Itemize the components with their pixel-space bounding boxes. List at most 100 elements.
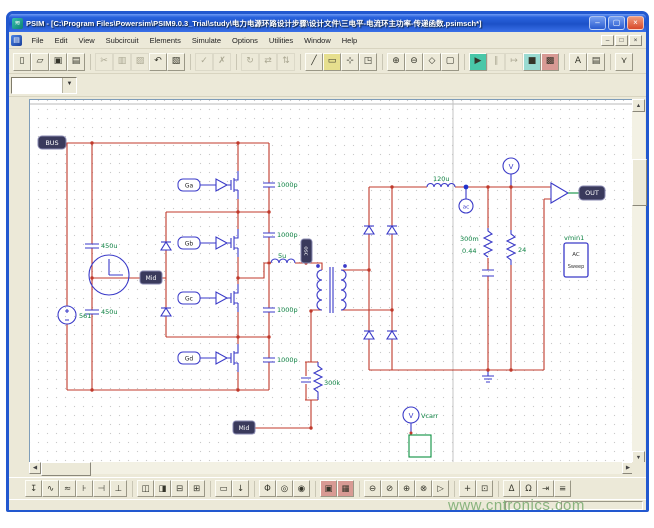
maximize-button[interactable]: ▢ [608, 16, 625, 30]
element-igbt-button[interactable]: ⊗ [415, 480, 432, 497]
menu-help[interactable]: Help [341, 35, 358, 45]
scroll-up-icon[interactable]: ▲ [632, 99, 645, 112]
rectifier-diode-2[interactable] [363, 329, 375, 340]
mosfet-q4[interactable] [215, 344, 239, 372]
stop-simulation-button[interactable]: ■ [523, 52, 541, 71]
zoom-in-button[interactable]: ⊕ [387, 52, 405, 71]
element-goto-label-button[interactable]: ⇥ [537, 480, 554, 497]
close-button[interactable]: × [627, 16, 644, 30]
text-tool-button[interactable]: A [569, 52, 587, 71]
element-mosfet-button[interactable]: ⊕ [398, 480, 415, 497]
menu-window[interactable]: Window [304, 35, 331, 45]
element-buffer-button[interactable]: ▷ [432, 480, 449, 497]
rectifier-diode-3[interactable] [386, 224, 398, 235]
snubber-capacitors[interactable] [263, 182, 275, 363]
zoom-fit-button[interactable]: ◇ [423, 52, 441, 71]
element-omega-block-button[interactable]: Ω [520, 480, 537, 497]
gate-label-gb[interactable]: Gb [177, 236, 216, 250]
voltage-probe[interactable] [502, 157, 520, 187]
element-resistor-button[interactable]: ▭ [215, 480, 232, 497]
menu-file[interactable]: File [31, 35, 44, 45]
element-current-flag-button[interactable]: ↓ [232, 480, 249, 497]
load-resistor[interactable] [505, 230, 517, 265]
output-inductor[interactable] [426, 182, 456, 188]
rotate-button[interactable]: ↻ [241, 52, 259, 71]
split-capacitor-1[interactable] [85, 243, 99, 249]
horizontal-scrollbar[interactable]: ◀ ▶ [29, 462, 634, 476]
new-button[interactable]: ▯ [13, 52, 31, 71]
esr-resistor-branch[interactable] [482, 228, 494, 277]
chevron-down-icon[interactable]: ▼ [62, 77, 76, 93]
zoom-select-button[interactable]: ◳ [359, 52, 377, 71]
menu-subcircuit[interactable]: Subcircuit [105, 35, 139, 45]
flip-vertical-button[interactable]: ⇅ [277, 52, 295, 71]
mdi-close-button[interactable]: × [629, 34, 642, 46]
element-ground-button[interactable]: ⊥ [110, 480, 127, 497]
element-sine-source-button[interactable]: ∿ [42, 480, 59, 497]
element-phase-probe-button[interactable]: Φ [259, 480, 276, 497]
carrier-voltage-probe[interactable] [402, 406, 420, 433]
mdi-restore-button[interactable]: □ [615, 34, 628, 46]
transformer[interactable] [316, 264, 347, 313]
save-button[interactable]: ▣ [49, 52, 67, 71]
minimize-button[interactable]: – [589, 16, 606, 30]
flip-horizontal-button[interactable]: ⇄ [259, 52, 277, 71]
rectifier-diode-4[interactable] [386, 329, 398, 340]
element-voltage-probe-button[interactable]: ◎ [276, 480, 293, 497]
cancel-button[interactable]: ✗ [213, 52, 231, 71]
split-capacitor-2[interactable] [85, 309, 99, 315]
title-bar[interactable]: ≋ PSIM - [C:\Program Files\Powersim\PSIM… [9, 14, 646, 32]
mosfet-q2[interactable] [215, 229, 239, 257]
move-button[interactable]: ⊹ [341, 52, 359, 71]
element-sim-control-button[interactable]: ▣ [320, 480, 337, 497]
hscroll-thumb[interactable] [41, 462, 91, 476]
element-battery-button[interactable]: ⊣ [93, 480, 110, 497]
node-label-pri-sense[interactable]: osc [300, 238, 313, 264]
step-simulation-button[interactable]: ↦ [505, 52, 523, 71]
menu-options[interactable]: Options [232, 35, 258, 45]
menu-simulate[interactable]: Simulate [191, 35, 222, 45]
ac-sweep-block[interactable] [563, 242, 589, 278]
element-combo[interactable]: ▼ [11, 76, 77, 94]
clock-element[interactable] [88, 254, 130, 296]
menu-view[interactable]: View [78, 35, 95, 45]
gate-label-ga[interactable]: Ga [177, 178, 216, 192]
element-delta-block-button[interactable]: Δ [503, 480, 520, 497]
menu-edit[interactable]: Edit [54, 35, 68, 45]
element-diode-button[interactable]: ⊖ [364, 480, 381, 497]
element-math-add-button[interactable]: + [459, 480, 476, 497]
element-wire-element-button[interactable]: ↧ [25, 480, 42, 497]
cut-button[interactable]: ✂ [95, 52, 113, 71]
open-button[interactable]: ▱ [31, 52, 49, 71]
element-simview-launch-button[interactable]: ▦ [337, 480, 354, 497]
node-label-out[interactable]: OUT [578, 185, 606, 201]
resonant-inductor[interactable] [270, 258, 296, 264]
element-dc-source-button[interactable]: ⊦ [76, 480, 93, 497]
place-label-button[interactable]: ▭ [323, 52, 341, 71]
clipboard-button[interactable]: ▧ [167, 52, 185, 71]
element-subcircuit-box-button[interactable]: ⊡ [476, 480, 493, 497]
apply-button[interactable]: ✓ [195, 52, 213, 71]
menu-utilities[interactable]: Utilities [268, 35, 294, 45]
rectifier-diode-1[interactable] [363, 224, 375, 235]
print-button[interactable]: ▤ [67, 52, 85, 71]
gate-label-gd[interactable]: Gd [177, 351, 216, 365]
probe-tool-button[interactable]: ⋎ [615, 52, 633, 71]
menu-elements[interactable]: Elements [149, 35, 181, 45]
element-bus-label-button[interactable]: ≡ [554, 480, 571, 497]
mosfet-q3[interactable] [215, 284, 239, 312]
node-label-mid-left[interactable]: Mid [139, 270, 163, 285]
damping-rc-branch[interactable] [301, 362, 324, 400]
element-transformer-3w-button[interactable]: ◨ [154, 480, 171, 497]
simview-button[interactable]: ▩ [541, 52, 559, 71]
vscroll-thumb[interactable] [632, 159, 647, 206]
carrier-source[interactable] [408, 434, 432, 458]
mosfet-q1[interactable] [215, 171, 239, 199]
element-ac-source-button[interactable]: ≈ [59, 480, 76, 497]
draw-wire-button[interactable]: ╱ [305, 52, 323, 71]
paste-button[interactable]: ▨ [131, 52, 149, 71]
scroll-left-icon[interactable]: ◀ [29, 462, 41, 474]
clamp-diode-1[interactable] [160, 240, 172, 251]
schematic-canvas[interactable]: BUS Mid Mid OUT osc [29, 99, 634, 464]
mdi-minimize-button[interactable]: – [601, 34, 614, 46]
